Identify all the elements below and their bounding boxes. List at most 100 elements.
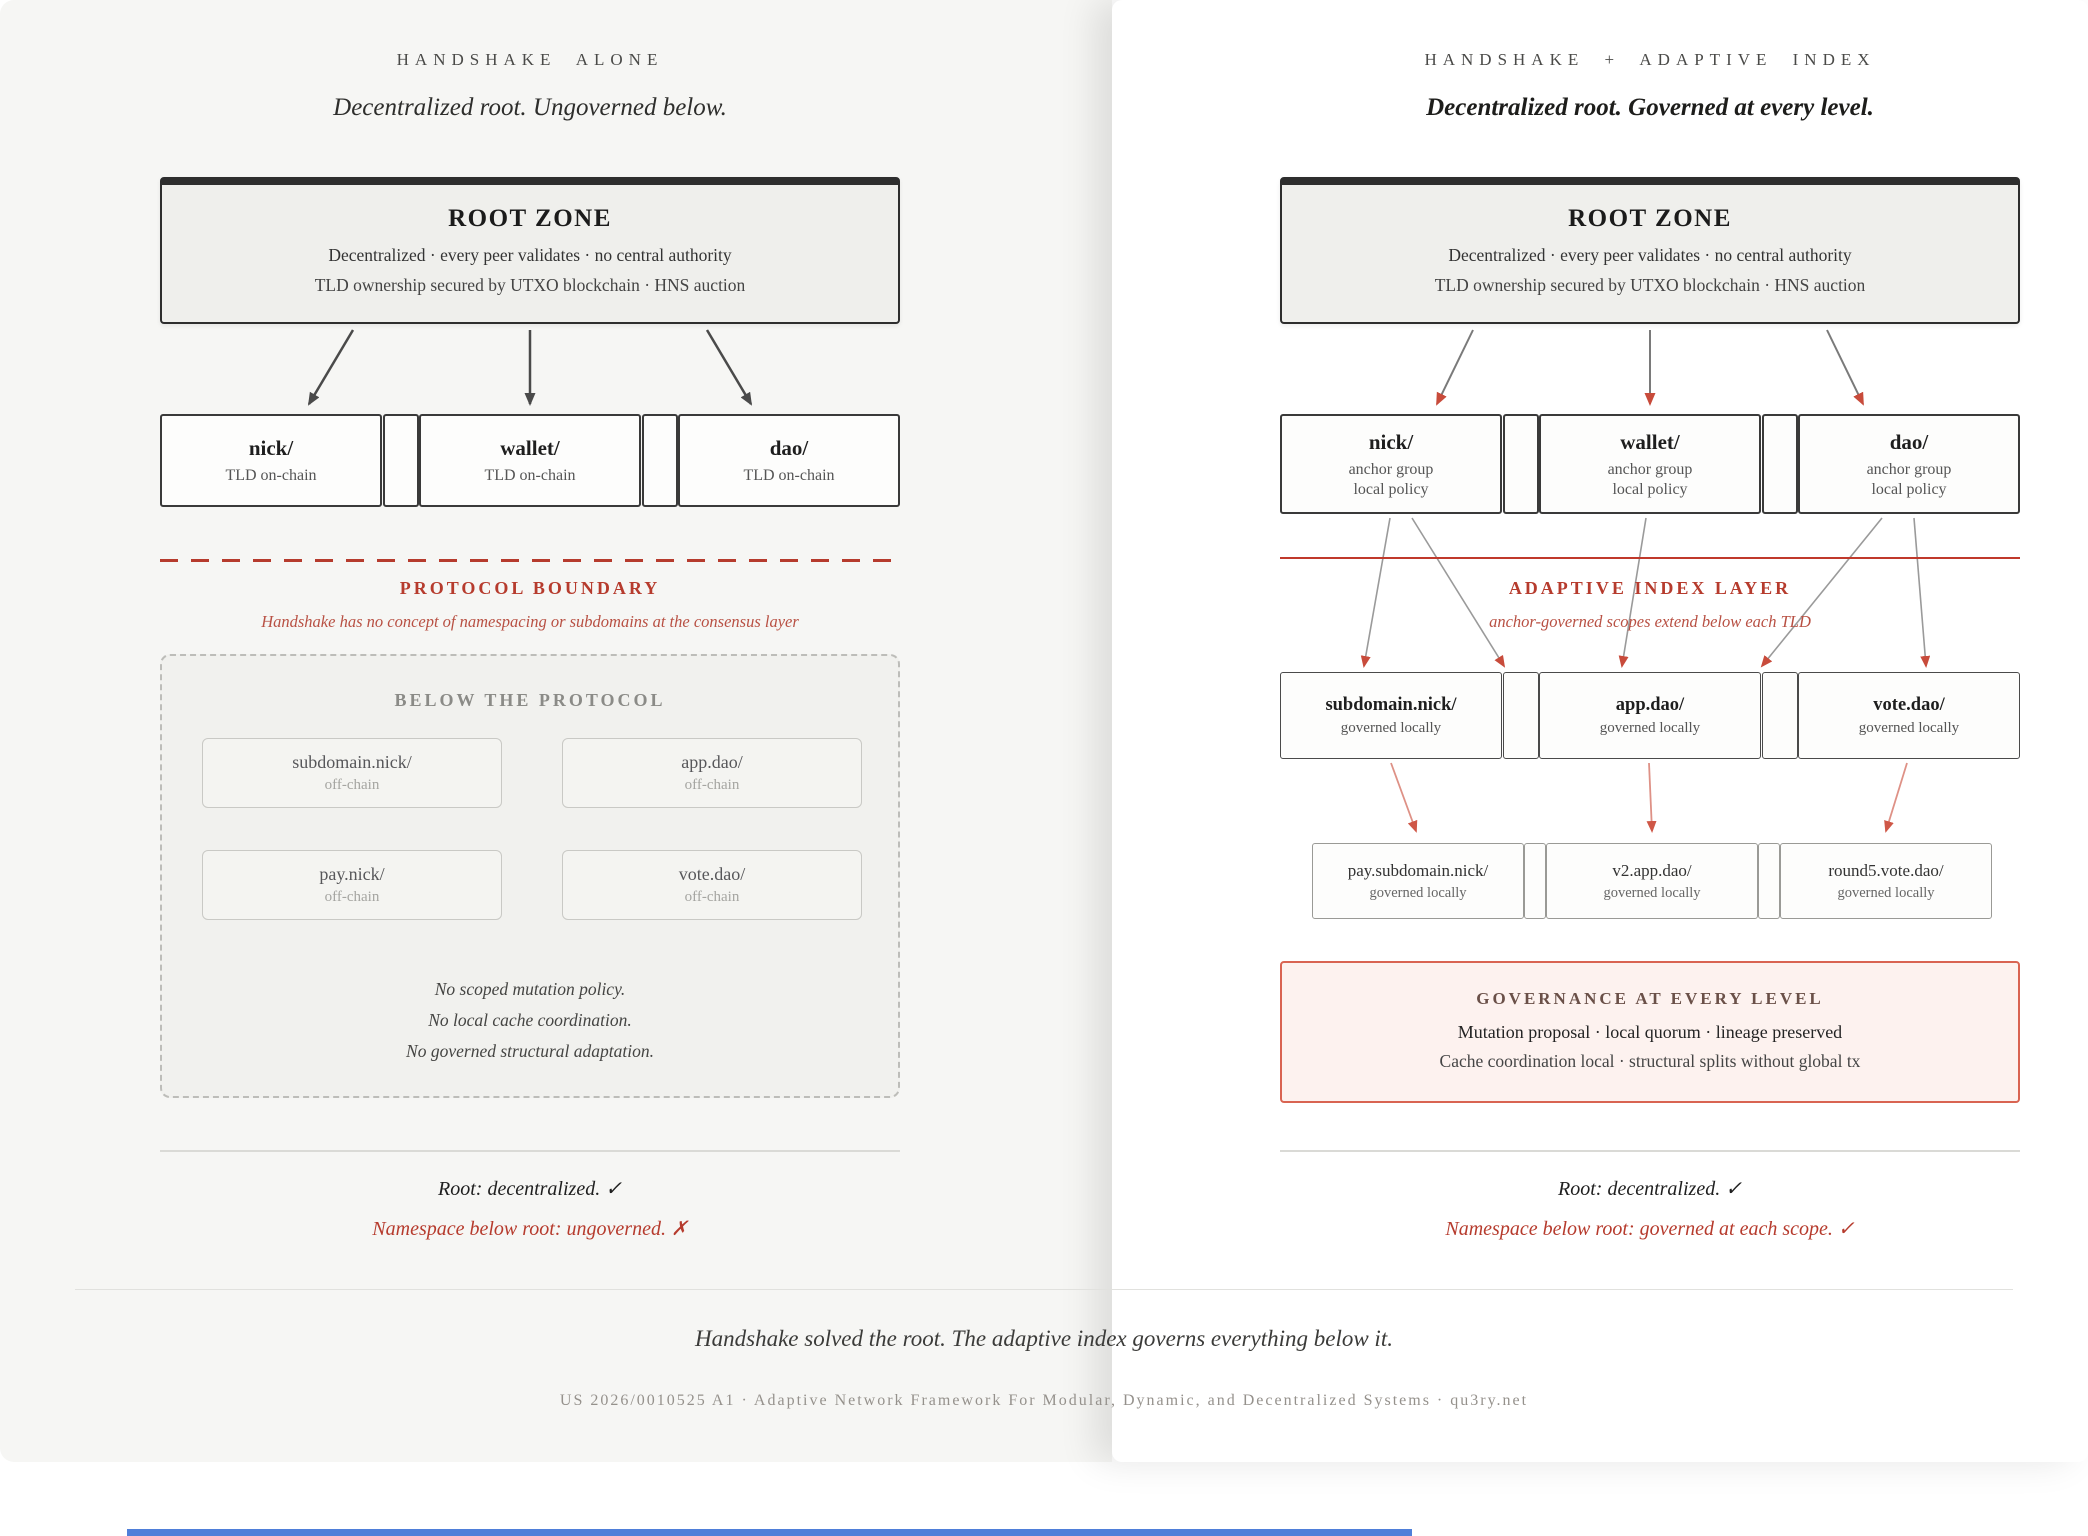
scope-name: subdomain.nick/ xyxy=(1325,694,1457,715)
adaptive-index-note: anchor-governed scopes extend below each… xyxy=(1489,612,1811,631)
anchor-sub1: anchor group xyxy=(1348,460,1434,478)
scope-spacer-box xyxy=(1502,672,1539,759)
deep-sub: governed locally xyxy=(1369,884,1467,901)
root-zone-line2: TLD ownership secured by UTXO blockchain… xyxy=(1434,275,1866,295)
footer-rule xyxy=(75,1289,2013,1290)
offchain-name: pay.nick/ xyxy=(319,864,385,884)
tld-name: dao/ xyxy=(769,436,809,460)
deep-name: pay.subdomain.nick/ xyxy=(1347,860,1489,880)
anchor-row: nick/ anchor group local policy wallet/ … xyxy=(1280,414,2020,514)
offchain-name: app.dao/ xyxy=(681,752,743,772)
anchor-box-dao: dao/ anchor group local policy xyxy=(1798,414,2020,514)
scope-sub: governed locally xyxy=(1340,719,1442,736)
deep-sub: governed locally xyxy=(1837,884,1935,901)
left-verdict-divider xyxy=(160,1150,900,1152)
root-to-anchor-arrows xyxy=(1436,329,1864,406)
below-protocol-notes: No scoped mutation policy. No local cach… xyxy=(162,974,898,1067)
root-to-tld-arrows xyxy=(307,329,753,406)
below-protocol-title: BELOW THE PROTOCOL xyxy=(394,690,666,710)
panel-adaptive-index: HANDSHAKE + ADAPTIVE INDEX Decentralized… xyxy=(1112,0,2088,1462)
offchain-name: subdomain.nick/ xyxy=(292,752,412,772)
tld-name: nick/ xyxy=(248,436,294,460)
scope-sub: governed locally xyxy=(1858,719,1960,736)
root-zone-title: ROOT ZONE xyxy=(448,205,612,232)
tld-sub: TLD on-chain xyxy=(484,467,576,484)
protocol-boundary-label: PROTOCOL BOUNDARY xyxy=(399,578,661,598)
scope-box-subdomain-nick: subdomain.nick/ governed locally xyxy=(1280,672,1502,759)
governance-box: GOVERNANCE AT EVERY LEVEL Mutation propo… xyxy=(1280,961,2020,1103)
offchain-box-subdomain-nick: subdomain.nick/ off-chain xyxy=(202,738,502,808)
offchain-box-vote-dao: vote.dao/ off-chain xyxy=(562,850,862,920)
governance-line1: Mutation proposal · local quorum · linea… xyxy=(1457,1022,1843,1042)
panel-handshake-alone: HANDSHAKE ALONE Decentralized root. Ungo… xyxy=(0,0,1112,1462)
tld-spacer-box xyxy=(382,414,419,507)
right-verdict-divider xyxy=(1280,1150,2020,1152)
offchain-box-app-dao: app.dao/ off-chain xyxy=(562,738,862,808)
deep-name: v2.app.dao/ xyxy=(1612,860,1692,880)
right-panel-title: HANDSHAKE + ADAPTIVE INDEX xyxy=(1424,50,1876,69)
anchor-sub2: local policy xyxy=(1353,480,1429,498)
offchain-sub: off-chain xyxy=(684,777,740,793)
tld-name: wallet/ xyxy=(500,436,560,460)
footer-tagline: Handshake solved the root. The adaptive … xyxy=(695,1326,1393,1351)
deep-box-v2-app-dao: v2.app.dao/ governed locally xyxy=(1546,843,1758,919)
root-zone-line2: TLD ownership secured by UTXO blockchain… xyxy=(314,275,746,295)
scope-row: subdomain.nick/ governed locally app.dao… xyxy=(1280,672,2020,759)
offchain-sub: off-chain xyxy=(324,777,380,793)
tld-sub: TLD on-chain xyxy=(743,467,835,484)
tld-sub: TLD on-chain xyxy=(225,467,317,484)
left-verdict-namespace: Namespace below root: ungoverned. ✗ xyxy=(372,1218,688,1240)
tld-spacer-box xyxy=(641,414,678,507)
anchor-name: wallet/ xyxy=(1620,429,1680,454)
scope-name: app.dao/ xyxy=(1615,694,1685,715)
anchor-sub2: local policy xyxy=(1612,480,1688,498)
deep-sub: governed locally xyxy=(1603,884,1701,901)
scope-box-app-dao: app.dao/ governed locally xyxy=(1539,672,1761,759)
scope-to-deep-arrows xyxy=(1390,762,1908,833)
anchor-sub1: anchor group xyxy=(1866,460,1952,478)
deep-spacer-box xyxy=(1758,843,1780,919)
deep-box-pay-subdomain-nick: pay.subdomain.nick/ governed locally xyxy=(1312,843,1524,919)
note-line: No governed structural adaptation. xyxy=(406,1041,654,1061)
tld-box-nick: nick/ TLD on-chain xyxy=(160,414,382,507)
scope-name: vote.dao/ xyxy=(1873,694,1945,715)
root-zone-line1: Decentralized · every peer validates · n… xyxy=(328,245,732,265)
anchor-name: nick/ xyxy=(1368,429,1414,454)
anchor-spacer-box xyxy=(1502,414,1539,514)
offchain-box-pay-nick: pay.nick/ off-chain xyxy=(202,850,502,920)
adaptive-index-rule xyxy=(1280,557,2020,559)
note-line: No scoped mutation policy. xyxy=(434,979,626,999)
tld-box-dao: dao/ TLD on-chain xyxy=(678,414,900,507)
anchor-box-wallet: wallet/ anchor group local policy xyxy=(1539,414,1761,514)
bottom-blue-bar xyxy=(127,1529,1412,1536)
root-zone-title: ROOT ZONE xyxy=(1568,205,1732,232)
scope-box-vote-dao: vote.dao/ governed locally xyxy=(1798,672,2020,759)
left-panel-title: HANDSHAKE ALONE xyxy=(396,50,664,69)
deep-scope-row: pay.subdomain.nick/ governed locally v2.… xyxy=(1312,843,1992,919)
left-panel-subtitle: Decentralized root. Ungoverned below. xyxy=(333,94,727,121)
protocol-boundary-dashed-line xyxy=(160,559,900,562)
left-verdict-root: Root: decentralized. ✓ xyxy=(438,1178,622,1200)
right-verdict-namespace: Namespace below root: governed at each s… xyxy=(1445,1218,1855,1240)
deep-name: round5.vote.dao/ xyxy=(1828,860,1944,880)
below-protocol-container: BELOW THE PROTOCOL subdomain.nick/ off-c… xyxy=(160,654,900,1098)
anchor-to-scope-arrows xyxy=(1360,517,1931,668)
tld-box-wallet: wallet/ TLD on-chain xyxy=(419,414,641,507)
note-line: No local cache coordination. xyxy=(428,1010,632,1030)
scope-spacer-box xyxy=(1761,672,1798,759)
left-tld-row: nick/ TLD on-chain wallet/ TLD on-chain … xyxy=(160,414,900,507)
protocol-boundary-note: Handshake has no concept of namespacing … xyxy=(261,612,799,631)
footer-attribution: US 2026/0010525 A1 · Adaptive Network Fr… xyxy=(559,1392,1529,1409)
anchor-sub1: anchor group xyxy=(1607,460,1693,478)
deep-box-round5-vote-dao: round5.vote.dao/ governed locally xyxy=(1780,843,1992,919)
offchain-sub: off-chain xyxy=(684,889,740,905)
anchor-sub2: local policy xyxy=(1871,480,1947,498)
anchor-spacer-box xyxy=(1761,414,1798,514)
left-root-zone-box: ROOT ZONE Decentralized · every peer val… xyxy=(160,177,900,324)
offchain-name: vote.dao/ xyxy=(678,864,746,884)
governance-title: GOVERNANCE AT EVERY LEVEL xyxy=(1476,989,1824,1008)
anchor-box-nick: nick/ anchor group local policy xyxy=(1280,414,1502,514)
governance-line2: Cache coordination local · structural sp… xyxy=(1439,1051,1861,1071)
root-zone-line1: Decentralized · every peer validates · n… xyxy=(1448,245,1852,265)
